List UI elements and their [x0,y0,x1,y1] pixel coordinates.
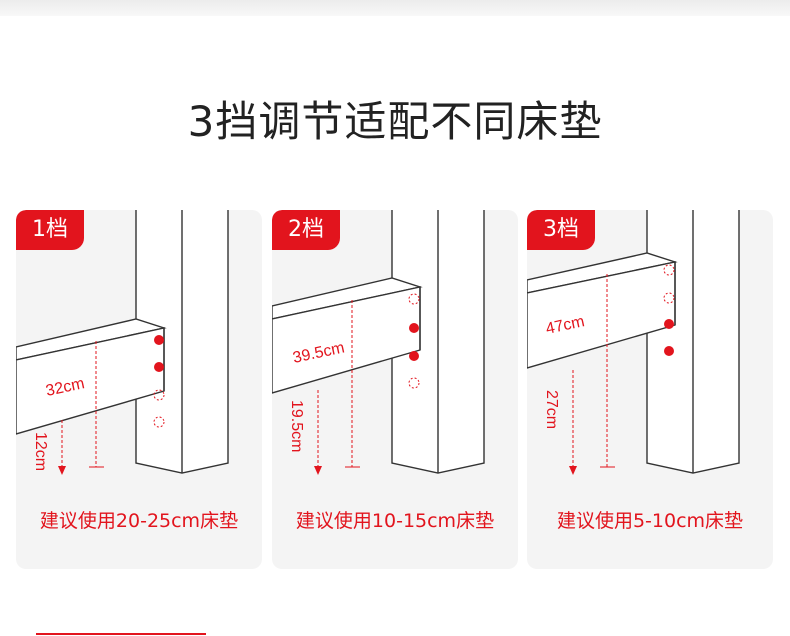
adjustment-hole-active [154,335,164,345]
height-level-card-1: 32cm 12cm 1档 建议使用20-25cm床垫 [16,210,262,569]
level-badge: 1档 [16,210,84,250]
mattress-recommendation: 建议使用5-10cm床垫 [556,510,744,532]
bed-rail-diagram: 47cm 27cm [527,210,740,475]
adjustment-hole-active [409,351,419,361]
adjustment-hole-empty [153,389,165,401]
level-badge: 3档 [527,210,595,250]
page-title: 3挡调节适配不同床垫 [187,97,603,146]
clearance-label: 19.5cm [288,400,305,452]
clearance-label: 27cm [543,390,560,429]
top-strip [0,0,790,16]
adjustment-hole-active [664,319,674,329]
adjustment-hole-active [409,323,419,333]
adjustment-hole-empty [408,377,420,389]
measure-arrow [569,466,577,475]
adjustment-hole-empty [153,416,165,428]
level-badge: 2档 [272,210,340,250]
adjustment-hole-active [154,362,164,372]
height-level-card-3: 47cm 27cm 3档 建议使用5-10cm床垫 [527,210,773,569]
adjustment-hole-empty [663,292,675,304]
adjustment-hole-empty [663,264,675,276]
adjustment-hole-active [664,346,674,356]
bed-rail-diagram: 32cm 12cm [16,210,229,475]
height-level-card-2: 39.5cm 19.5cm 2档 建议使用10-15cm床垫 [272,210,518,569]
mattress-recommendation: 建议使用10-15cm床垫 [295,510,495,532]
clearance-label: 12cm [32,432,49,471]
measure-arrow [58,466,66,475]
mattress-recommendation: 建议使用20-25cm床垫 [39,510,239,532]
bed-rail-diagram: 39.5cm 19.5cm [272,210,485,475]
adjustment-hole-empty [408,293,420,305]
measure-arrow [314,466,322,475]
bottom-accent-line [36,633,206,635]
